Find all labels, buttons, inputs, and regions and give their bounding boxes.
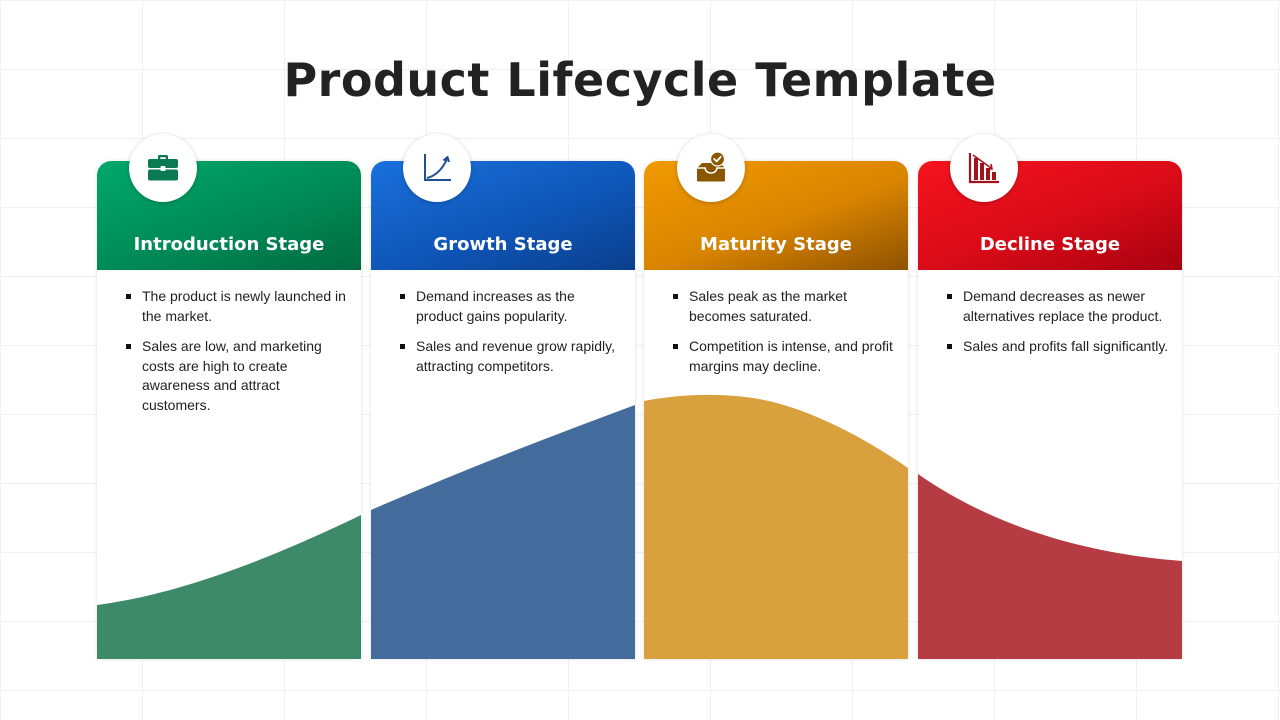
lifecycle-curve-growth bbox=[371, 405, 635, 659]
lifecycle-curve-introduction bbox=[97, 515, 361, 659]
stage-title: Growth Stage bbox=[433, 234, 573, 255]
briefcase-icon bbox=[129, 134, 197, 202]
declining-bar-chart-icon bbox=[950, 134, 1018, 202]
stage-bullet-list: The product is newly launched in the mar… bbox=[121, 287, 349, 426]
stage-card-growth: Growth Stage Demand increases as the pro… bbox=[371, 161, 635, 659]
growth-chart-icon bbox=[403, 134, 471, 202]
lifecycle-curve-decline bbox=[918, 474, 1182, 659]
stage-card-introduction: Introduction Stage The product is newly … bbox=[97, 161, 361, 659]
stage-title: Maturity Stage bbox=[700, 234, 852, 255]
stage-title: Introduction Stage bbox=[133, 234, 325, 255]
stage-bullet: Sales and profits fall significantly. bbox=[942, 337, 1170, 357]
stage-bullet: Competition is intense, and profit margi… bbox=[668, 337, 896, 376]
stage-card-maturity: Maturity Stage Sales peak as the market … bbox=[644, 161, 908, 659]
page-title: Product Lifecycle Template bbox=[283, 53, 997, 107]
stage-bullet: Sales are low, and marketing costs are h… bbox=[121, 337, 349, 415]
stage-bullet-list: Demand decreases as newer alternatives r… bbox=[942, 287, 1170, 368]
stage-bullet: Demand decreases as newer alternatives r… bbox=[942, 287, 1170, 326]
stage-bullet: The product is newly launched in the mar… bbox=[121, 287, 349, 326]
lifecycle-curve-maturity bbox=[644, 394, 908, 659]
stage-title: Decline Stage bbox=[979, 234, 1121, 255]
stage-bullet: Sales and revenue grow rapidly, attracti… bbox=[395, 337, 623, 376]
stage-card-decline: Decline Stage Demand decreases as newer … bbox=[918, 161, 1182, 659]
inbox-check-icon bbox=[677, 134, 745, 202]
stage-bullet-list: Sales peak as the market becomes saturat… bbox=[668, 287, 896, 387]
stage-bullet-list: Demand increases as the product gains po… bbox=[395, 287, 623, 387]
stage-bullet: Sales peak as the market becomes saturat… bbox=[668, 287, 896, 326]
stage-bullet: Demand increases as the product gains po… bbox=[395, 287, 623, 326]
